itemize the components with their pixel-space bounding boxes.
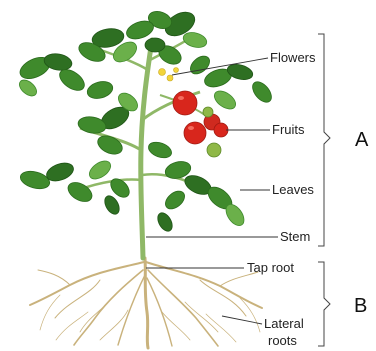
leaf — [102, 193, 122, 216]
shoot-system-letter: A — [355, 129, 369, 151]
lateral-roots-leader — [222, 316, 262, 324]
fruit — [173, 91, 197, 115]
leaf — [182, 30, 209, 50]
leaf — [18, 168, 51, 191]
root-system — [30, 258, 262, 348]
flower — [167, 75, 173, 81]
leaf — [145, 38, 165, 52]
flower — [174, 68, 179, 73]
leaf — [65, 179, 96, 206]
root-brace — [318, 262, 330, 346]
braces — [318, 34, 330, 346]
leaf — [146, 139, 173, 160]
foliage — [16, 7, 275, 233]
root-system-letter: B — [354, 295, 367, 317]
tap-root-label: Tap root — [247, 260, 294, 275]
leaf — [211, 87, 239, 112]
stem-label: Stem — [280, 229, 310, 244]
leaf — [86, 157, 114, 182]
leaf — [95, 132, 125, 157]
fruit-highlight — [178, 96, 184, 100]
tap-root — [145, 258, 148, 348]
leaf — [249, 78, 275, 105]
flower — [159, 69, 166, 76]
leaf — [85, 79, 114, 101]
lateral-root — [118, 275, 145, 345]
fruit — [207, 143, 221, 157]
lateral-roots-label-line1: Lateral — [264, 316, 304, 331]
lateral-roots-label-line2: roots — [268, 333, 297, 348]
leaf — [16, 77, 39, 99]
flowers-label: Flowers — [270, 50, 316, 65]
lateral-root — [147, 278, 172, 346]
stem — [78, 35, 205, 258]
leaf — [162, 188, 188, 213]
lateral-root — [38, 270, 100, 318]
shoot-brace — [318, 34, 330, 246]
fruit — [184, 122, 206, 144]
fruits-label: Fruits — [272, 122, 305, 137]
leaves-label: Leaves — [272, 182, 314, 197]
fruit — [214, 123, 228, 137]
fruit-highlight — [188, 126, 194, 130]
leaf — [155, 210, 175, 233]
lateral-root — [74, 270, 143, 345]
fruit — [203, 107, 213, 117]
